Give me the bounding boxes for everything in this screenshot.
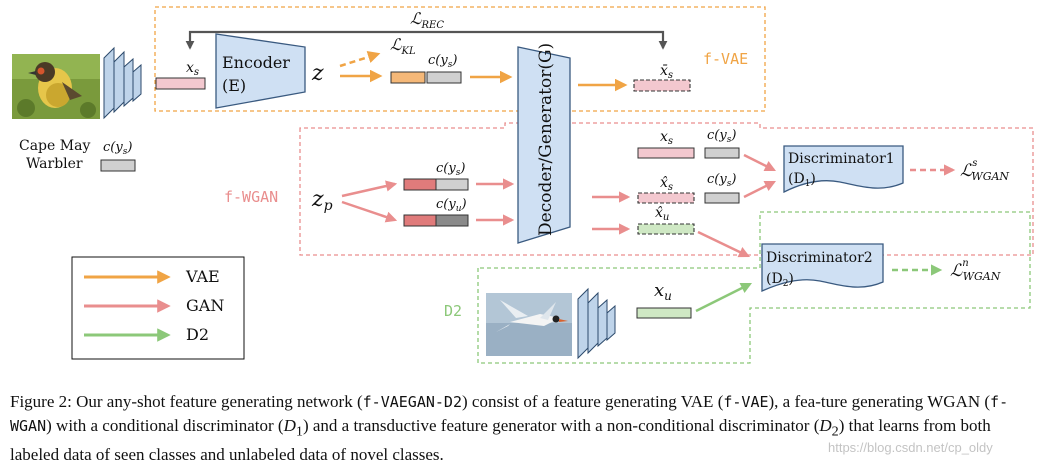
xu-feature-vector <box>636 307 692 319</box>
discriminator2-label: Discriminator2 <box>766 250 873 266</box>
cnn-feature-extractor-novel <box>577 287 616 360</box>
bird-attribute-label: c(ys) <box>103 140 132 157</box>
discriminator2-sub-label: (D2) <box>766 271 794 289</box>
xs-feature-vector <box>155 77 206 90</box>
cys-label-gan: c(ys) <box>436 161 465 178</box>
f-wgan-label: f-WGAN <box>224 188 278 206</box>
xu-to-d2-arrow <box>695 282 753 313</box>
zp-to-seen-arrow <box>341 180 398 198</box>
svg-text:x̂u: x̂u <box>655 205 669 223</box>
xs-feature-label: xs <box>186 60 199 78</box>
svg-text:xu: xu <box>654 280 672 303</box>
discriminator2-block <box>761 243 884 293</box>
encoder-label: Encoder <box>222 53 290 72</box>
xhat-s-label: x̂s <box>660 175 673 193</box>
bird-attribute-vector <box>100 159 136 172</box>
cys-vector-vae <box>426 71 462 84</box>
svg-text:c(ys): c(ys) <box>103 140 132 157</box>
svg-text:c(ys): c(ys) <box>707 172 736 189</box>
svg-text:xs: xs <box>186 60 199 78</box>
gen-pair-to-d1-arrow <box>743 180 777 199</box>
cnn-feature-extractor-seen <box>103 46 142 120</box>
f-vae-label: f-VAE <box>703 50 748 68</box>
zp-unseen-vector <box>403 214 437 227</box>
xhat-u-to-d2-arrow <box>697 230 751 258</box>
reconstruction-loss-label: ℒREC <box>410 9 444 31</box>
real-cys-vector <box>704 147 740 159</box>
latent-z: z <box>311 61 324 86</box>
legend-item-vae: VAE <box>84 267 220 286</box>
svg-text:c(ys): c(ys) <box>707 128 736 145</box>
svg-text:ℒREC: ℒREC <box>410 9 444 31</box>
xhat-u-label: x̂u <box>655 205 669 223</box>
xhat-u-vector <box>637 223 695 235</box>
zp-to-unseen-arrow <box>341 200 398 223</box>
svg-text:GAN: GAN <box>186 296 224 315</box>
svg-text:D2: D2 <box>186 325 209 344</box>
decoder-generator-label: Decoder/Generator(G) <box>536 43 556 236</box>
kl-loss-label: ℒKL <box>390 35 416 57</box>
xbar-s-label: x̄s <box>660 63 673 81</box>
real-cys-label: c(ys) <box>707 128 736 145</box>
real-pair-to-d1-arrow <box>743 153 777 172</box>
svg-text:zp: zp <box>311 187 333 214</box>
svg-text:xs: xs <box>660 129 673 147</box>
cyu-label-gan: c(yu) <box>436 197 467 214</box>
xu-feature-label: xu <box>654 280 672 303</box>
discriminator1-block <box>783 145 904 194</box>
xbar-s-vector <box>633 79 691 92</box>
cys-vector-gan <box>435 178 469 191</box>
cyu-vector-gan <box>435 214 469 227</box>
z-to-kl-arrow <box>339 51 381 68</box>
bird-name-line1: Cape May <box>19 138 90 154</box>
svg-text:(D2): (D2) <box>766 271 794 289</box>
reconstruction-loss-arrow <box>185 30 668 50</box>
svg-text:x̄s: x̄s <box>660 63 673 81</box>
zp-seen-vector <box>403 178 437 191</box>
bird-name-line2: Warbler <box>26 156 83 172</box>
svg-text:(D1): (D1) <box>788 171 816 189</box>
d2-region <box>477 211 1031 364</box>
decoder-generator-block <box>517 46 571 244</box>
svg-text:x̂s: x̂s <box>660 175 673 193</box>
z-sample-vector <box>390 71 426 84</box>
legend-item-gan: GAN <box>84 296 224 315</box>
discriminator1-sub-label: (D1) <box>788 171 816 189</box>
xhat-s-vector <box>637 192 695 204</box>
real-xs-label: xs <box>660 129 673 147</box>
tern-image <box>486 293 572 356</box>
svg-text:c(ys): c(ys) <box>428 53 457 70</box>
gen-cys-label: c(ys) <box>707 172 736 189</box>
svg-text:ℒKL: ℒKL <box>390 35 416 57</box>
discriminator1-label: Discriminator1 <box>788 151 895 167</box>
gen-cys-vector <box>704 192 740 204</box>
f-wgan-region <box>299 122 1034 256</box>
zp-noise-label: zp <box>311 187 333 214</box>
svg-text:c(ys): c(ys) <box>436 161 465 178</box>
svg-text:VAE: VAE <box>185 267 220 286</box>
f-vae-region <box>154 6 766 112</box>
encoder-e-label: (E) <box>222 76 246 95</box>
figure-caption: Figure 2: Our any-shot feature generatin… <box>10 392 1009 465</box>
d2-label: D2 <box>444 302 462 320</box>
encoder-block <box>215 33 306 109</box>
cape-may-warbler-image <box>12 54 100 119</box>
cys-label-vae: c(ys) <box>428 53 457 70</box>
legend-item-d2: D2 <box>84 325 209 344</box>
watermark: https://blog.csdn.net/cp_oldy <box>828 440 993 455</box>
svg-text:c(yu): c(yu) <box>436 197 467 214</box>
real-xs-vector <box>637 147 695 159</box>
